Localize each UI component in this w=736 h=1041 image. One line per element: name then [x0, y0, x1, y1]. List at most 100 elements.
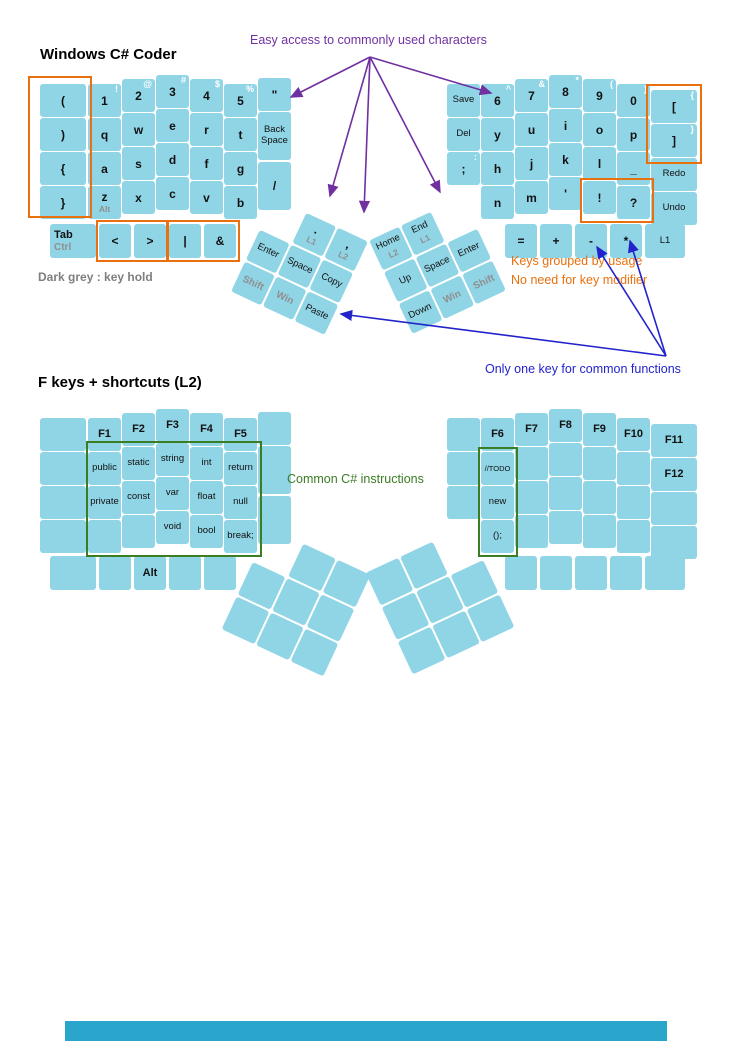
key-label: d: [168, 152, 177, 167]
key-8: *8: [549, 75, 582, 108]
key-label: *: [623, 234, 629, 248]
key-label: Redo: [662, 168, 686, 180]
shift-symbol-label: (: [610, 79, 613, 89]
key-label: 5: [237, 93, 244, 108]
key-q: q: [88, 118, 121, 151]
key-5: %5: [224, 84, 257, 117]
key-label: //TODO: [484, 463, 511, 473]
key-close-brace: }: [40, 186, 86, 219]
key-label: ,: [343, 237, 353, 252]
key-label: n: [493, 195, 502, 210]
key-x: x: [122, 181, 155, 214]
key-label: p: [629, 127, 638, 142]
key-label: ();: [493, 530, 502, 542]
key-label: ": [271, 87, 278, 102]
key-label: null: [233, 496, 248, 508]
shift-symbol-label: {: [690, 90, 694, 100]
key-open-paren: (: [40, 84, 86, 117]
key-f12: F12: [651, 458, 697, 491]
key-label: Win: [441, 287, 463, 306]
key-blank: [505, 556, 537, 590]
orange-highlight-box: [580, 178, 654, 223]
key-var: var: [156, 477, 189, 510]
shift-symbol-label: &: [538, 79, 546, 89]
key-p: p: [617, 118, 650, 151]
key-label: [: [672, 99, 676, 114]
shift-symbol-label: }: [690, 124, 694, 134]
key-blank: [610, 556, 642, 590]
key-label: Undo: [662, 202, 686, 214]
key-plus: +: [540, 224, 572, 258]
key-label: t: [238, 127, 243, 142]
key-blank: [549, 477, 582, 510]
key-blank: [617, 520, 650, 553]
key-apostrophe: ': [549, 177, 582, 210]
key-f: f: [190, 147, 223, 180]
key-blank: [447, 452, 480, 485]
key-label: g: [236, 161, 245, 176]
key-label: ]: [672, 133, 676, 148]
key-label: F9: [593, 423, 606, 435]
shift-symbol-label: ^: [505, 84, 511, 94]
key-const: const: [122, 481, 155, 514]
key-label: Space: [285, 254, 315, 277]
key-label: float: [197, 491, 216, 503]
key-label: var: [165, 487, 180, 499]
key-label: &: [215, 234, 225, 248]
key-label: -: [589, 234, 593, 248]
key-l: l: [583, 147, 616, 180]
key-blank: [583, 447, 616, 480]
key-blank: [549, 443, 582, 476]
key-blank: [645, 556, 685, 590]
key-f5: F5: [224, 418, 257, 451]
key-label: i: [563, 118, 568, 133]
key-h: h: [481, 152, 514, 185]
key-label: e: [169, 118, 176, 133]
key-label: c: [169, 186, 176, 201]
key-label: +: [552, 234, 560, 248]
key-label: Back Space: [261, 124, 288, 146]
key-label: u: [527, 122, 536, 137]
hold-label: Alt: [98, 204, 111, 215]
key-label: b: [236, 195, 245, 210]
key-label: Win: [274, 288, 296, 307]
key-pipe: |: [169, 224, 201, 258]
key-label: m: [526, 190, 537, 205]
key-label: private: [90, 496, 119, 508]
key-label: a: [101, 161, 108, 176]
key-blank: [515, 515, 548, 548]
key-label: ': [564, 186, 567, 201]
key-blank: [40, 452, 86, 485]
orange-highlight-box: [96, 220, 169, 262]
key-b: b: [224, 186, 257, 219]
key-label: Save: [452, 94, 475, 106]
key-blank: [50, 556, 96, 590]
key-g: g: [224, 152, 257, 185]
key-label: Shift: [240, 273, 266, 293]
key-blank: [617, 486, 650, 519]
key-label: <: [111, 234, 119, 248]
key-void: void: [156, 511, 189, 544]
key-blank: [617, 452, 650, 485]
key-close-bracket: }]: [651, 124, 697, 157]
key-ampersand: &: [204, 224, 236, 258]
key-f6: F6: [481, 418, 514, 451]
key-label: F10: [624, 428, 643, 440]
key-label: Copy: [319, 270, 345, 291]
layer2-title: F keys + shortcuts (L2): [38, 374, 202, 391]
key-blank: [651, 526, 697, 559]
orange-highlight-box: [646, 84, 702, 164]
key-label: F3: [166, 419, 179, 431]
key-public: public: [88, 452, 121, 485]
key-label: ?: [629, 195, 638, 210]
key-f4: F4: [190, 413, 223, 446]
key-label: q: [100, 127, 109, 142]
key-i: i: [549, 109, 582, 142]
one-key-note: Only one key for common functions: [485, 362, 681, 376]
key-label: Del: [456, 128, 471, 140]
key-o: o: [583, 113, 616, 146]
key-label: _: [630, 161, 637, 176]
key-blank: [258, 446, 291, 494]
key-label: Paste: [303, 302, 331, 323]
